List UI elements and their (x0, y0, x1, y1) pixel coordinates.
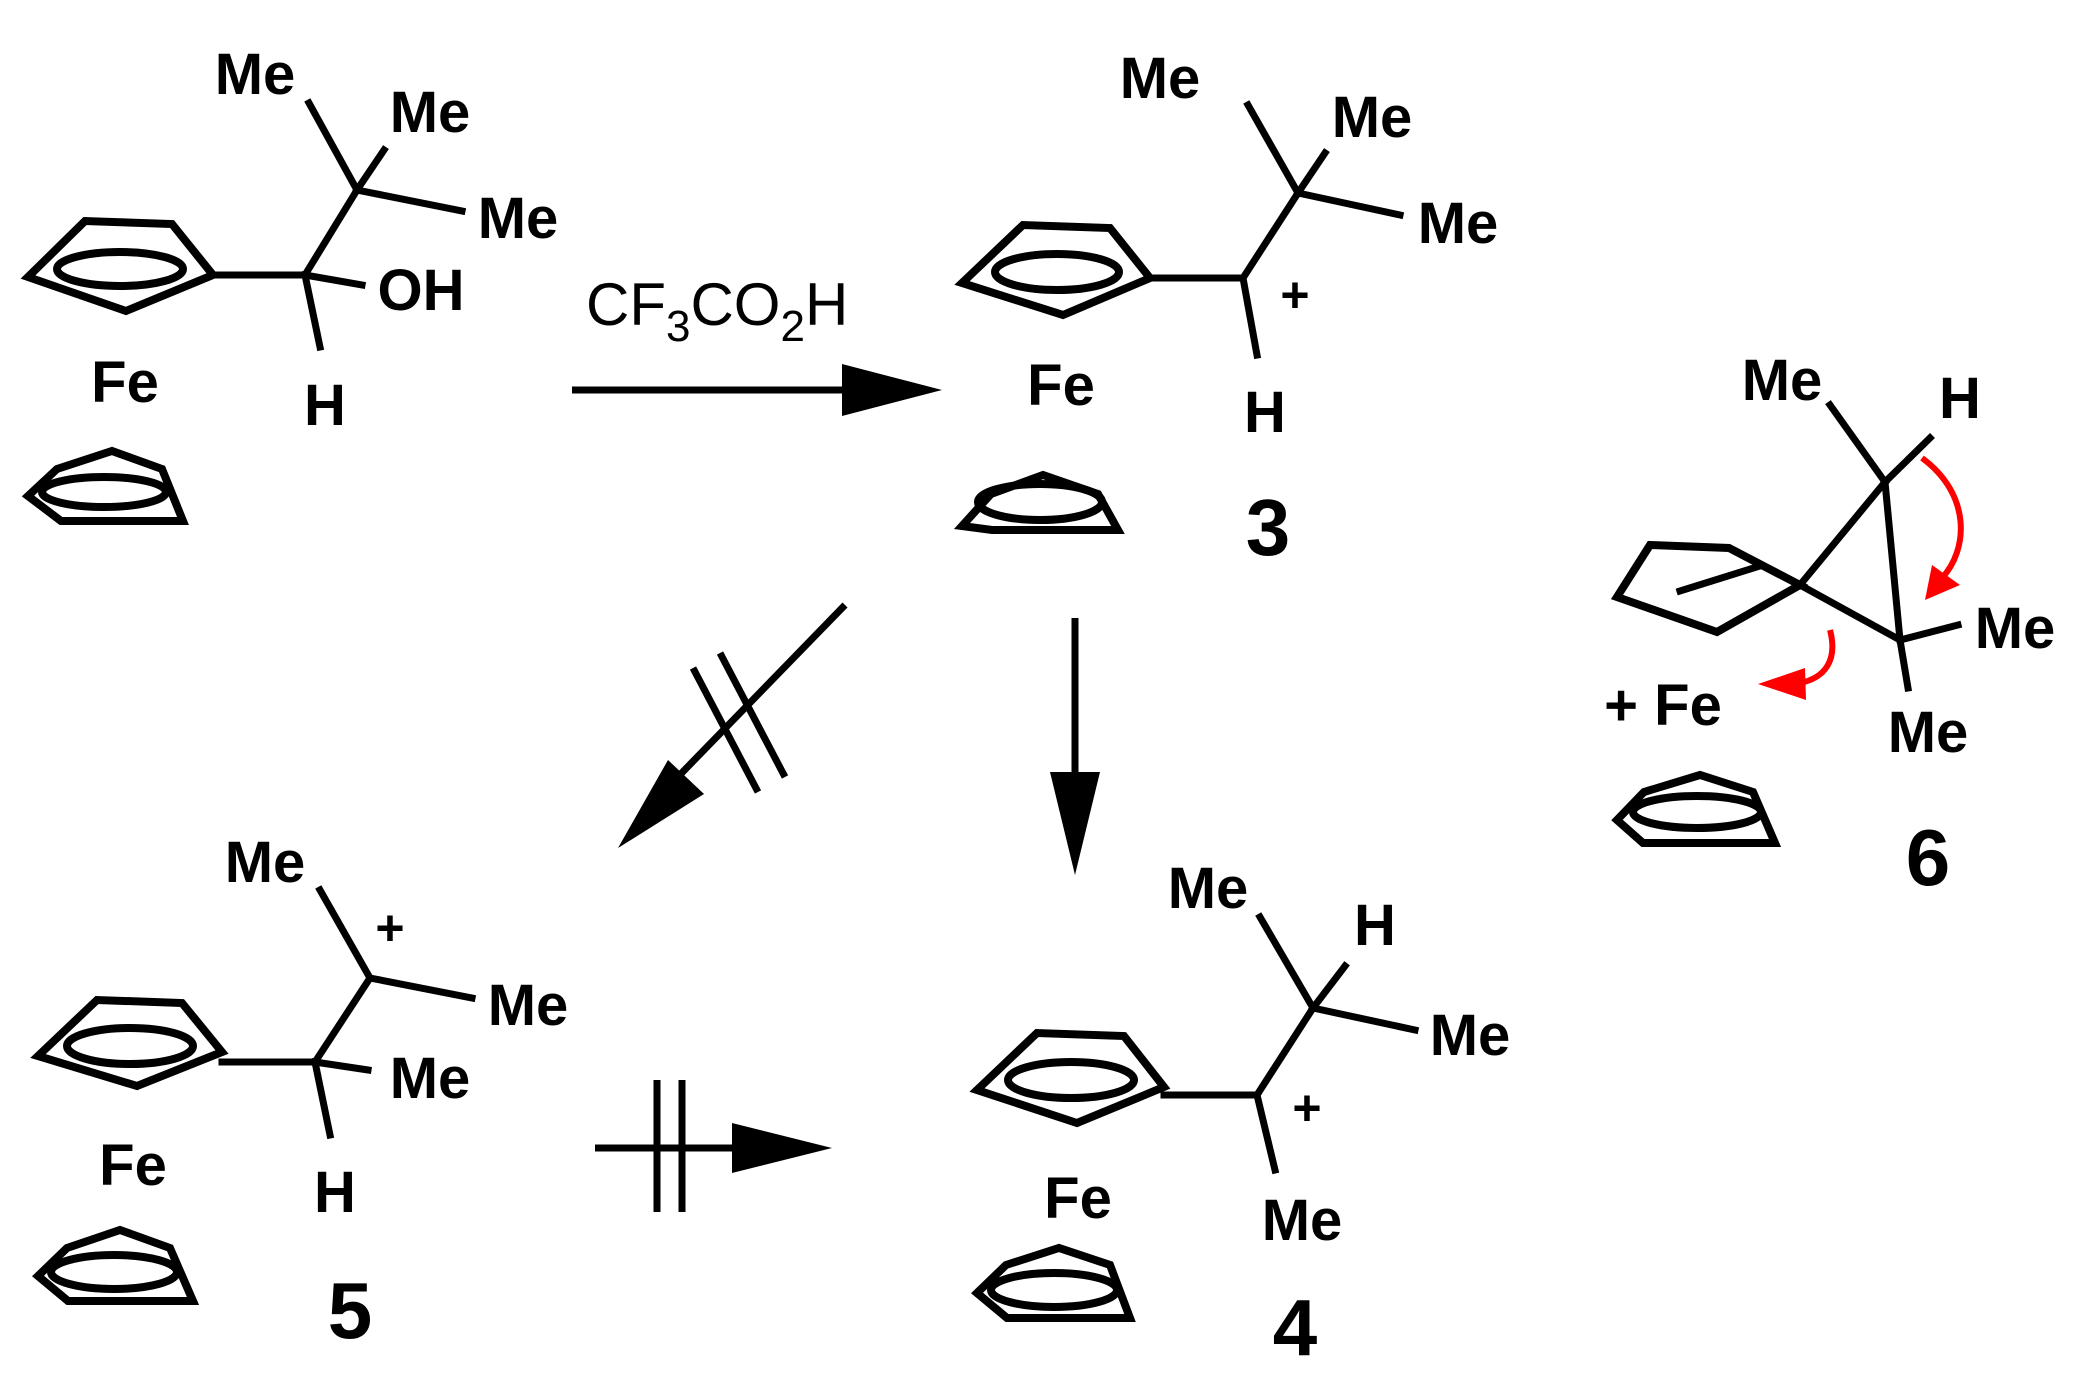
curved-arrow-head (1925, 565, 1960, 600)
reagent-label: CF3CO2H (586, 271, 848, 351)
cp-ring-top (1610, 540, 1809, 637)
hydrogen-label: H (1939, 366, 1981, 431)
methyl-label: Me (1888, 700, 1969, 765)
cation-charge: + (375, 900, 404, 956)
ferrocenyl-alcohol: Me Me Me OH H Fe (20, 42, 559, 525)
cp-ring-bottom (21, 446, 189, 525)
cation-5: Me + Me Me H Fe 5 (30, 830, 569, 1355)
methyl-label: Me (390, 80, 471, 145)
methyl-label: Me (1418, 191, 1499, 256)
iron-label: Fe (1044, 1166, 1112, 1231)
curved-arrow-head (1758, 668, 1806, 700)
cp-ring-bottom-inner (1629, 792, 1765, 832)
cation-4: Me H Me + Me Fe 4 (969, 856, 1511, 1372)
methyl-label: Me (1120, 46, 1201, 111)
methyl-label: Me (488, 973, 569, 1038)
cp-ring-top (30, 995, 229, 1091)
methyl-label: Me (1332, 85, 1413, 150)
cp-ring-top (954, 220, 1157, 320)
cp-ring-bottom-inner (974, 480, 1106, 524)
compound-number: 6 (1906, 813, 1951, 902)
blocked-arrow-to-4 (595, 1080, 832, 1212)
curved-arrow (1920, 455, 1964, 581)
cp-ring-bottom-inner (47, 1251, 181, 1293)
cp-ring-bottom-inner (987, 1269, 1121, 1311)
hydrogen-label: H (1244, 380, 1286, 445)
arrow-to-4 (1050, 618, 1100, 875)
hydrogen-label: H (314, 1160, 356, 1225)
methyl-label: Me (1742, 348, 1823, 413)
cp-ring-bottom (971, 1243, 1136, 1322)
methyl-label: Me (1975, 596, 2056, 661)
iron-label: Fe (91, 350, 159, 415)
cp-ring-bottom (1611, 770, 1782, 847)
iron-label: + Fe (1604, 673, 1722, 738)
cp-ring-top-inner (1004, 1058, 1138, 1102)
methyl-label: Me (225, 830, 306, 895)
methyl-label: Me (1262, 1188, 1343, 1253)
cp-ring-bottom (32, 1225, 200, 1305)
cp-ring-top-inner (53, 248, 187, 290)
hydrogen-label: H (1354, 893, 1396, 958)
methyl-label: Me (390, 1046, 471, 1111)
methyl-label: Me (1168, 856, 1249, 921)
iron-label: Fe (1027, 353, 1095, 418)
cation-charge: + (1292, 1080, 1321, 1136)
cp-ring-top (969, 1028, 1171, 1128)
curved-arrow (1799, 629, 1836, 686)
reaction-arrow-tfa: CF3CO2H (572, 271, 942, 416)
methyl-label: Me (1430, 1003, 1511, 1068)
compound-number: 3 (1246, 483, 1291, 572)
cp-ring-bottom-inner (38, 473, 170, 511)
hydrogen-label: H (304, 373, 346, 438)
blocked-arrow-to-5 (618, 602, 848, 848)
cation-charge: + (1280, 267, 1309, 323)
iron-label: Fe (99, 1133, 167, 1198)
methyl-label: Me (478, 186, 559, 251)
methyl-label: Me (215, 42, 296, 107)
cp-ring-top (20, 216, 220, 316)
bridged-cation-6: Me H Me Me + Fe 6 (1604, 348, 2055, 902)
hydroxyl-label: OH (378, 258, 465, 323)
cp-ring-top-inner (63, 1024, 197, 1068)
cp-ring-top-inner (991, 250, 1123, 294)
compound-number: 5 (328, 1266, 373, 1355)
compound-number: 4 (1273, 1283, 1318, 1372)
cation-3: Me Me Me + H Fe 3 (953, 46, 1499, 572)
